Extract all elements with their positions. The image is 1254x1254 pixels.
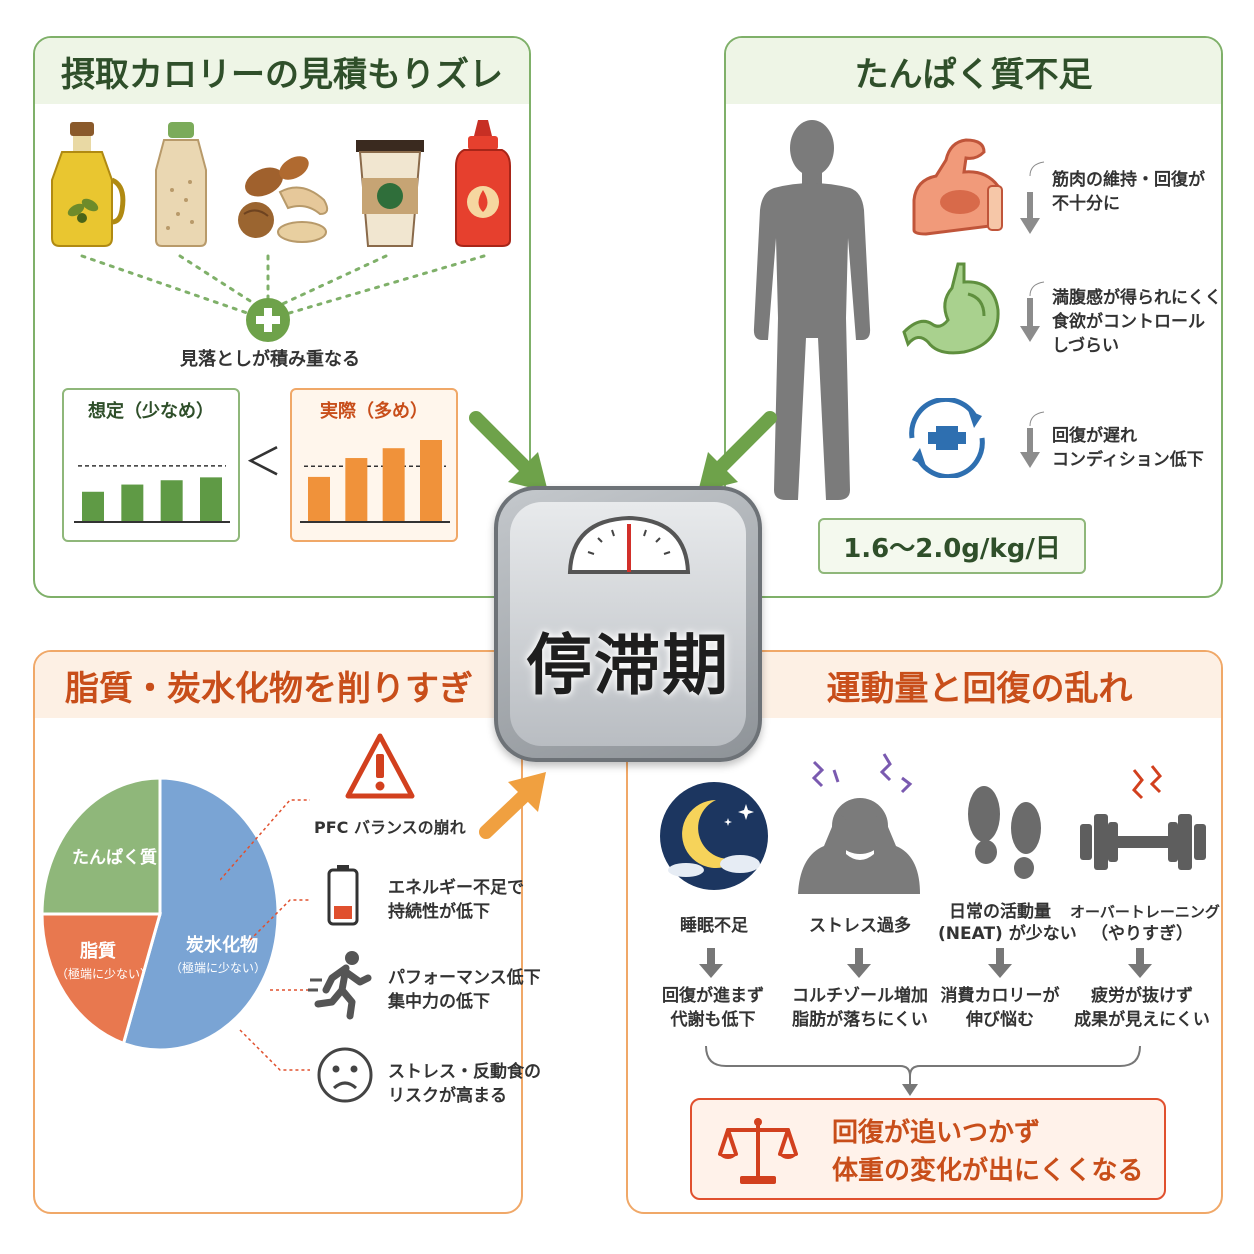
effect-2-line-2: 脂肪が落ちにくい bbox=[792, 1010, 928, 1030]
down-arrows-protein bbox=[1020, 161, 1045, 468]
stressed-person-icon bbox=[798, 753, 920, 894]
pie-label-carb: 炭水化物 bbox=[186, 935, 258, 956]
pfc-label: PFC バランスの崩れ bbox=[314, 818, 466, 837]
battery-icon bbox=[327, 865, 359, 926]
macro-connectors bbox=[220, 799, 310, 1071]
arrow-top-right bbox=[698, 411, 777, 492]
plus-circle-icon bbox=[246, 298, 290, 342]
conclusion-line-2: 体重の変化が出にくくなる bbox=[832, 1156, 1144, 1186]
recovery-cross-icon bbox=[909, 398, 985, 478]
protein-effect-2-line-3: しづらい bbox=[1052, 336, 1119, 356]
nuts-icon bbox=[238, 156, 329, 243]
column-down-arrows bbox=[699, 948, 1152, 978]
macro-panel-title: 脂質・炭水化物を削りすぎ bbox=[35, 652, 521, 718]
actual-bar-3 bbox=[382, 448, 405, 522]
pie-label-protein: たんぱく質 bbox=[72, 848, 157, 868]
assumed-chart-box: 想定（少なめ） bbox=[62, 388, 240, 542]
assumed-bar-2 bbox=[121, 484, 144, 522]
arrow-bottom-left bbox=[479, 772, 546, 839]
actual-bar-1 bbox=[308, 476, 330, 522]
assumed-label: 想定（少なめ） bbox=[88, 401, 214, 422]
actual-bars bbox=[300, 440, 450, 523]
effect-4-line-2: 成果が見えにくい bbox=[1074, 1010, 1210, 1030]
assumed-bar-4 bbox=[200, 477, 222, 522]
warning-icon bbox=[345, 733, 415, 799]
macro-pie-chart bbox=[40, 776, 280, 1052]
macro-effect-3-line-1: ストレス・反動食の bbox=[388, 1062, 541, 1082]
cause-4-line-2: （やりすぎ） bbox=[1091, 924, 1193, 944]
coffee-cup-icon bbox=[356, 140, 424, 247]
human-silhouette-icon bbox=[753, 120, 871, 500]
cause-3-line-1: 日常の活動量 bbox=[949, 902, 1051, 922]
cause-3-line-2: (NEAT) が少ない bbox=[938, 924, 1077, 944]
effect-2-line-1: コルチゾール増加 bbox=[792, 986, 928, 1006]
effect-1-line-1: 回復が進まず bbox=[662, 986, 764, 1006]
protein-target-badge: 1.6〜2.0g/kg/日 bbox=[818, 518, 1086, 574]
pie-slice-fat bbox=[40, 912, 162, 1046]
conclusion-box: 回復が追いつかず 体重の変化が出にくくなる bbox=[690, 1098, 1166, 1200]
protein-panel-title: たんぱく質不足 bbox=[726, 38, 1221, 104]
food-icons bbox=[51, 120, 511, 342]
protein-effect-3-line-2: コンディション低下 bbox=[1052, 450, 1204, 470]
footprints-icon bbox=[968, 786, 1041, 879]
accumulation-label: 見落としが積み重なる bbox=[180, 349, 360, 370]
protein-effect-3-line-1: 回復が遅れ bbox=[1052, 426, 1137, 446]
compare-symbol: ＜ bbox=[244, 440, 283, 484]
cause-4-line-1: オーバートレーニング bbox=[1070, 903, 1220, 921]
pie-label-fat: 脂質 bbox=[80, 941, 116, 962]
ketchup-bottle-icon bbox=[455, 120, 511, 247]
pie-slice-carb bbox=[121, 776, 280, 1052]
conclusion-line-1: 回復が追いつかず bbox=[832, 1118, 1041, 1148]
arrow-top-left bbox=[469, 411, 548, 492]
pie-sub-fat: （極端に少ない） bbox=[56, 967, 153, 981]
effect-3-line-1: 消費カロリーが bbox=[940, 986, 1060, 1006]
macro-effect-1-line-1: エネルギー不足で bbox=[388, 878, 524, 898]
assumed-bar-1 bbox=[82, 491, 104, 522]
macro-effect-2-line-2: 集中力の低下 bbox=[388, 992, 490, 1012]
center-scale: 停滞期 bbox=[494, 486, 762, 762]
actual-bar-2 bbox=[345, 458, 368, 522]
pie-sub-carb: （極端に少ない） bbox=[170, 961, 267, 975]
actual-bar-4 bbox=[420, 440, 442, 522]
effect-1-line-2: 代謝も低下 bbox=[670, 1010, 756, 1030]
moon-icon bbox=[660, 782, 768, 890]
protein-effect-2-line-1: 満腹感が得られにくく bbox=[1052, 288, 1222, 308]
assumed-bar-3 bbox=[160, 480, 183, 522]
macro-effect-2-line-1: パフォーマンス低下 bbox=[388, 968, 541, 988]
dressing-bottle-icon bbox=[155, 122, 207, 247]
effect-3-line-2: 伸び悩む bbox=[966, 1010, 1034, 1030]
scale-balance-icon bbox=[718, 1118, 798, 1184]
muscle-arm-icon bbox=[912, 138, 1003, 236]
cause-2-line-1: ストレス過多 bbox=[809, 916, 911, 936]
macro-effect-3-line-2: リスクが高まる bbox=[388, 1086, 507, 1106]
olive-oil-icon bbox=[51, 122, 126, 247]
actual-chart-box: 実際（多め） bbox=[290, 388, 458, 542]
sad-face-icon bbox=[317, 1047, 373, 1103]
scale-dial-icon bbox=[567, 515, 691, 574]
protein-target: 1.6〜2.0g/kg/日 bbox=[843, 533, 1061, 564]
protein-effect-1-line-1: 筋肉の維持・回復が bbox=[1052, 170, 1205, 190]
macro-effect-1-line-2: 持続性が低下 bbox=[388, 902, 490, 922]
center-label: 停滞期 bbox=[526, 627, 730, 704]
merge-bracket bbox=[705, 1045, 1141, 1096]
effect-4-line-1: 疲労が抜けず bbox=[1091, 986, 1193, 1006]
dumbbell-icon bbox=[1080, 765, 1206, 870]
pie-slice-protein bbox=[40, 776, 162, 916]
protein-effect-2-line-2: 食欲がコントロール bbox=[1052, 312, 1205, 332]
actual-label: 実際（多め） bbox=[320, 401, 428, 422]
cause-1-line-1: 睡眠不足 bbox=[680, 916, 748, 936]
calorie-panel-title: 摂取カロリーの見積もりズレ bbox=[35, 38, 529, 104]
running-person-icon bbox=[308, 951, 372, 1020]
assumed-bars bbox=[74, 465, 230, 523]
stomach-icon bbox=[902, 262, 1000, 355]
protein-effect-1-line-2: 不十分に bbox=[1052, 194, 1120, 214]
